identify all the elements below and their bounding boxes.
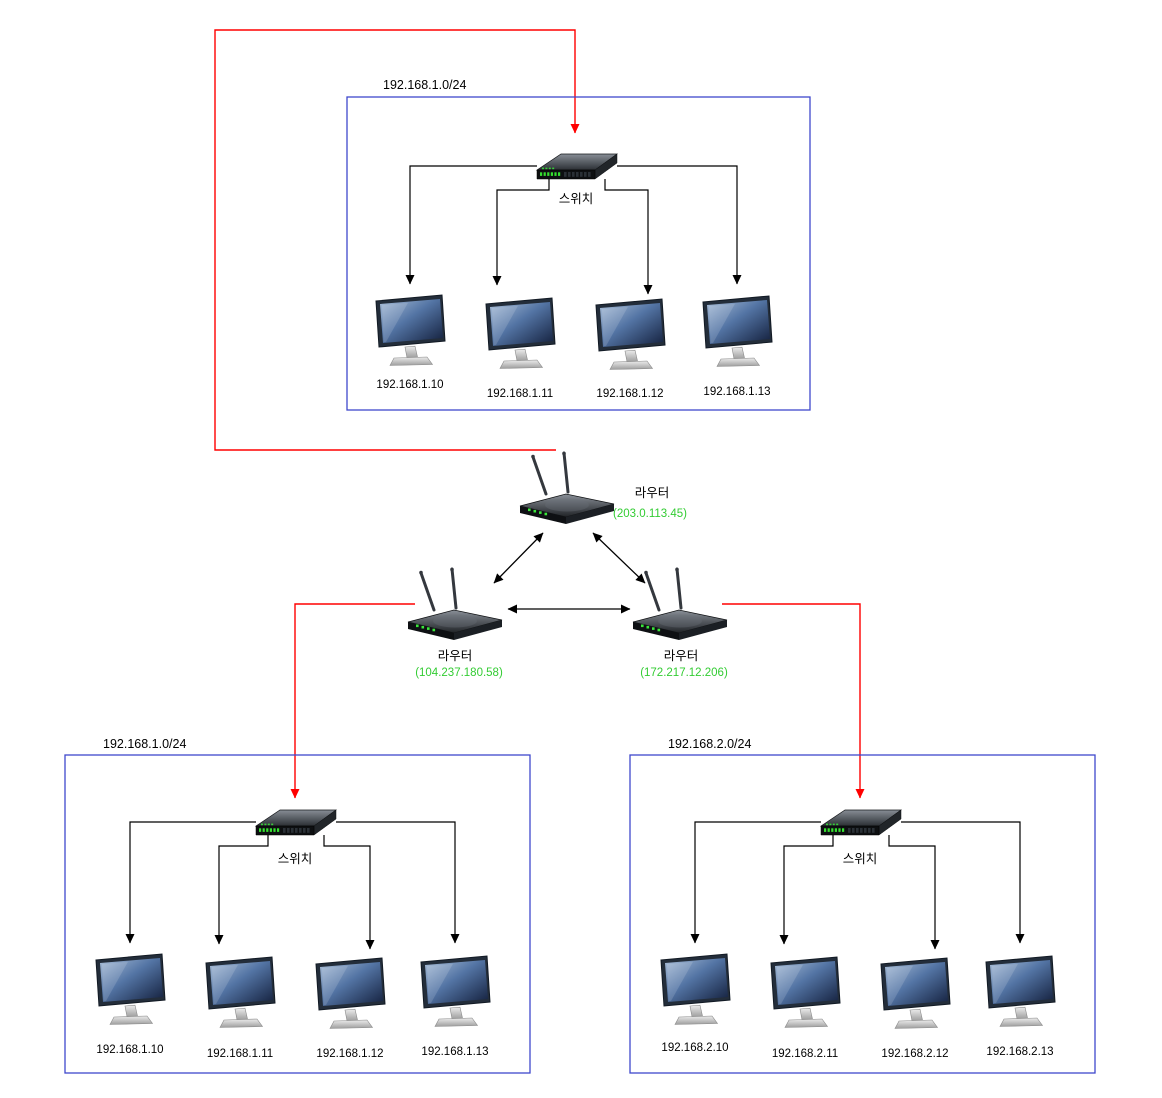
computer-icon xyxy=(375,294,446,366)
router-right: 라우터 (172.217.12.206) xyxy=(631,566,729,679)
connector-switch-host3 xyxy=(323,835,375,950)
router-top: 라우터 (203.0.113.45) xyxy=(518,450,687,526)
subnet-bottom-right: 192.168.2.0/24 스위치 192.168.2.10 192.168.… xyxy=(629,737,1096,1074)
connector-switch-host1 xyxy=(690,821,821,944)
router-label: 라우터 xyxy=(664,649,699,663)
subnet-box xyxy=(346,96,811,411)
host-label: 192.168.2.12 xyxy=(881,1048,948,1060)
connector-switch-host4 xyxy=(901,821,1025,944)
router-ip: (172.217.12.206) xyxy=(640,667,728,679)
host-label: 192.168.1.12 xyxy=(316,1048,383,1060)
host-label: 192.168.2.13 xyxy=(986,1046,1053,1058)
host-label: 192.168.1.11 xyxy=(207,1048,273,1060)
switch-icon xyxy=(536,153,618,180)
link-router-top-right xyxy=(592,532,646,584)
connector-switch-host2 xyxy=(779,835,834,945)
connector-switch-host4 xyxy=(617,165,742,285)
host-label: 192.168.2.10 xyxy=(661,1042,728,1054)
router-label: 라우터 xyxy=(438,649,473,663)
router-icon xyxy=(406,566,504,642)
host-label: 192.168.1.12 xyxy=(596,388,663,400)
red-route-to-top-switch xyxy=(214,29,580,451)
computer-icon xyxy=(985,955,1056,1027)
connector-switch-host4 xyxy=(336,821,460,944)
switch-label: 스위치 xyxy=(278,852,313,866)
computer-icon xyxy=(880,957,951,1029)
switch-label: 스위치 xyxy=(559,192,594,206)
connector-switch-host1 xyxy=(405,165,537,285)
subnet-top: 192.168.1.0/24 스위치 192.168.1.10 192.168.… xyxy=(346,78,811,411)
subnet-box xyxy=(629,754,1096,1074)
computer-icon xyxy=(485,297,556,369)
link-router-top-left xyxy=(493,532,544,584)
host-label: 192.168.1.10 xyxy=(376,379,443,391)
host-label: 192.168.1.11 xyxy=(487,388,553,400)
connector-switch-host1 xyxy=(125,821,256,944)
connector-switch-host2 xyxy=(214,835,269,945)
switch-icon xyxy=(255,809,337,836)
connector-switch-host3 xyxy=(604,179,653,295)
red-route-to-bottom-right-switch xyxy=(722,603,865,799)
router-ip: (104.237.180.58) xyxy=(415,667,503,679)
host-label: 192.168.2.11 xyxy=(772,1048,838,1060)
host-label: 192.168.1.13 xyxy=(703,386,770,398)
subnet-label: 192.168.2.0/24 xyxy=(668,737,751,751)
computer-icon xyxy=(660,953,731,1025)
computer-icon xyxy=(205,956,276,1028)
computer-icon xyxy=(595,298,666,370)
router-left: 라우터 (104.237.180.58) xyxy=(406,566,504,679)
computer-icon xyxy=(420,955,491,1027)
host-label: 192.168.1.13 xyxy=(421,1046,488,1058)
switch-label: 스위치 xyxy=(843,852,878,866)
host-label: 192.168.1.10 xyxy=(96,1044,163,1056)
red-route-to-bottom-left-switch xyxy=(290,603,415,799)
computer-icon xyxy=(770,956,841,1028)
router-icon xyxy=(518,450,616,526)
subnet-box xyxy=(64,754,531,1074)
router-label: 라우터 xyxy=(635,486,670,500)
computer-icon xyxy=(95,953,166,1025)
router-icon xyxy=(631,566,729,642)
computer-icon xyxy=(315,957,386,1029)
router-ip: (203.0.113.45) xyxy=(613,508,687,520)
connector-switch-host3 xyxy=(888,835,940,950)
connector-switch-host2 xyxy=(492,179,550,286)
computer-icon xyxy=(702,295,773,367)
subnet-label: 192.168.1.0/24 xyxy=(103,737,186,751)
subnet-label: 192.168.1.0/24 xyxy=(383,78,466,92)
switch-icon xyxy=(820,809,902,836)
subnet-bottom-left: 192.168.1.0/24 스위치 192.168.1.10 192.168.… xyxy=(64,737,531,1074)
